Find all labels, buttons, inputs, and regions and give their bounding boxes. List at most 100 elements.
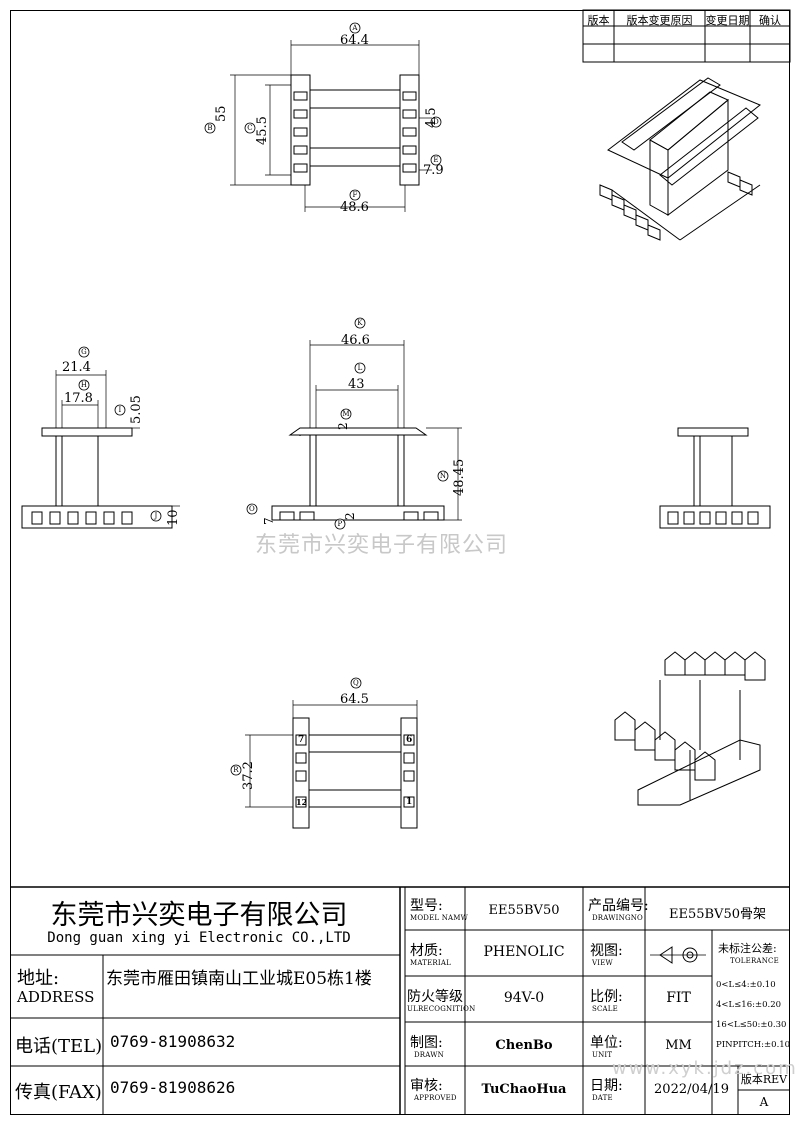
projection-symbol — [650, 946, 706, 964]
fax-label: 传真(FAX) — [15, 1082, 102, 1103]
tel-label: 电话(TEL) — [15, 1036, 103, 1057]
dim-side-inner: 17.8 — [64, 391, 93, 406]
site-watermark: www.xyk.jdz.com — [612, 1058, 798, 1079]
pin-label-bl: 12 — [296, 797, 308, 807]
model-label-en: MODEL NAMW — [410, 914, 469, 922]
approved-label-en: APPROVED — [414, 1094, 457, 1102]
scale-value: FIT — [666, 990, 691, 1006]
fire-label-en: ULRECOGNITION — [407, 1005, 476, 1013]
date-label-cn: 日期: — [590, 1078, 623, 1094]
material-label-cn: 材质: — [410, 943, 443, 959]
dim-side-flange: 5.05 — [129, 395, 144, 424]
view-label-en: VIEW — [592, 959, 613, 967]
balloon-i: I — [118, 406, 122, 414]
tolerance-line-4: PINPITCH:±0.10 — [716, 1040, 791, 1050]
fire-label-cn: 防火等级 — [407, 989, 463, 1005]
dim-top-height: 55 — [214, 105, 229, 122]
address-label-en: ADDRESS — [17, 988, 95, 1006]
balloon-q: Q — [353, 679, 359, 687]
scale-label-cn: 比例: — [590, 989, 623, 1005]
balloon-k: K — [357, 319, 363, 327]
balloon-n: N — [439, 472, 447, 480]
drawingno-label-cn: 产品编号: — [588, 898, 649, 914]
tolerance-label-cn: 未标注公差: — [718, 942, 777, 955]
fax-value: 0769-81908626 — [110, 1078, 236, 1097]
tolerance-line-3: 16<L≤50:±0.30 — [716, 1020, 787, 1030]
approved-value: TuChaoHua — [481, 1082, 567, 1097]
front-view — [271, 340, 462, 521]
isometric-view-top — [599, 77, 761, 241]
dim-front-inner: 43 — [348, 377, 365, 392]
material-label-en: MATERIAL — [410, 959, 451, 967]
dim-front-base: 7 — [262, 517, 276, 525]
fire-value: 94V-0 — [503, 990, 545, 1006]
tolerance-line-1: 0<L≤4:±0.10 — [716, 980, 776, 990]
dim-front-bottom-wall: 2 — [343, 512, 357, 520]
balloon-m: M — [342, 410, 350, 418]
drawn-label-en: DRAWN — [414, 1051, 444, 1059]
unit-value: MM — [665, 1038, 692, 1053]
drawn-value: ChenBo — [495, 1038, 553, 1053]
balloon-l: L — [357, 364, 363, 372]
rev-col-date: 变更日期 — [705, 14, 750, 27]
dim-top-bottom-width: 48.6 — [340, 200, 369, 215]
rev-col-confirm: 确认 — [759, 14, 781, 27]
balloon-r: R — [233, 766, 239, 774]
pin-label-tr: 6 — [406, 735, 413, 745]
tolerance-line-2: 4<L≤16:±0.20 — [716, 1000, 782, 1010]
balloon-c: C — [247, 124, 253, 132]
balloon-j: J — [154, 512, 158, 520]
dim-side-base: 10 — [166, 509, 181, 526]
company-name-en: Dong guan xing yi Electronic CO.,LTD — [47, 930, 351, 946]
dim-top-pin-pitch: 7.9 — [423, 163, 444, 178]
date-label-en: DATE — [592, 1094, 613, 1102]
side-view-right — [659, 427, 771, 529]
side-view-left — [21, 370, 180, 529]
unit-label-cn: 单位: — [590, 1035, 623, 1051]
rev-value: A — [759, 1095, 769, 1109]
balloon-d: D — [433, 118, 439, 126]
dim-front-height: 48.45 — [452, 458, 467, 496]
pin-label-br: 1 — [406, 797, 413, 807]
balloon-e: E — [433, 156, 439, 164]
balloon-b: B — [207, 124, 213, 132]
dim-bottom-width: 64.5 — [340, 692, 369, 707]
dim-top-width: 64.4 — [340, 33, 369, 48]
drawn-label-cn: 制图: — [410, 1035, 443, 1051]
date-value: 2022/04/19 — [654, 1082, 729, 1097]
dim-front-width: 46.6 — [341, 333, 370, 348]
model-label-cn: 型号: — [410, 898, 443, 914]
balloon-g: G — [81, 348, 87, 356]
material-value: PHENOLIC — [483, 944, 565, 960]
dim-top-inner-height: 45.5 — [255, 116, 270, 145]
rev-col-reason: 版本变更原因 — [626, 14, 693, 27]
pin-label-tl: 7 — [298, 735, 305, 745]
view-label-cn: 视图: — [590, 943, 623, 959]
title-block-grid — [10, 886, 790, 1115]
dim-front-wall-top: 2 — [336, 422, 350, 430]
address-label-cn: 地址: — [17, 968, 60, 989]
balloon-a: A — [352, 24, 358, 32]
tolerance-label-en: TOLERANCE — [730, 957, 779, 965]
balloon-f: F — [352, 191, 358, 199]
dim-side-outer: 21.4 — [62, 360, 91, 375]
drawingno-value: EE55BV50骨架 — [668, 907, 766, 922]
drawingno-label-en: DRAWINGNO — [592, 914, 643, 922]
rev-label: 版本REV — [740, 1073, 788, 1086]
bottom-view — [245, 700, 418, 829]
top-view — [230, 40, 432, 212]
rev-col-version: 版本 — [587, 14, 610, 27]
model-value: EE55BV50 — [488, 903, 560, 918]
balloon-o: O — [249, 505, 255, 513]
tel-value: 0769-81908632 — [110, 1032, 236, 1051]
dimension-balloons — [78, 22, 449, 776]
balloon-h: H — [80, 381, 88, 389]
revision-table — [582, 9, 791, 63]
isometric-view-bottom — [614, 651, 766, 806]
balloon-p: P — [337, 520, 343, 528]
scale-label-en: SCALE — [592, 1005, 618, 1013]
company-name-cn: 东莞市兴奕电子有限公司 — [50, 900, 348, 931]
address-value: 东莞市雁田镇南山工业城E05栋1楼 — [106, 969, 372, 989]
approved-label-cn: 审核: — [410, 1078, 443, 1094]
